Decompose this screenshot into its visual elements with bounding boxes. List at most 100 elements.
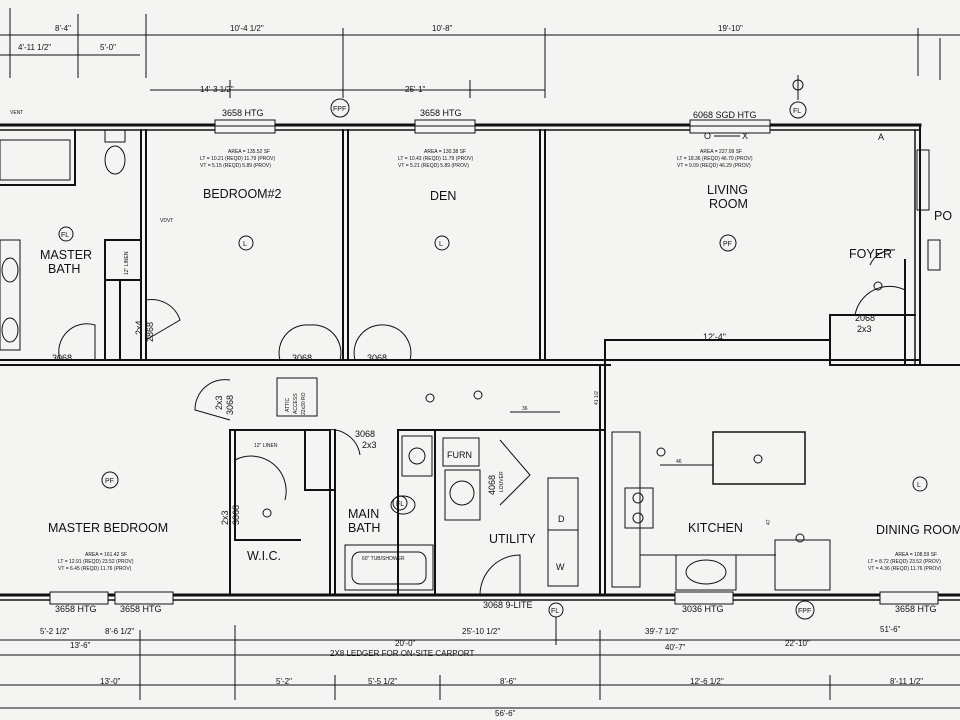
top-dimension-lines <box>0 8 960 98</box>
dim-bottom-c1: 13'-0" <box>100 677 121 686</box>
dim-top-4: 19'-10" <box>718 24 743 33</box>
dim-bottom-c2: 5'-2" <box>276 677 292 686</box>
room-label-main-bath-1: MAIN <box>348 507 379 521</box>
svg-text:VT = 9.09 (REQD) 46.29 (PROV): VT = 9.09 (REQD) 46.29 (PROV) <box>677 163 751 169</box>
tub-label: 60" TUB/SHOWER <box>362 556 405 562</box>
door-swing-o: O <box>704 131 711 141</box>
svg-text:VT = 4.36 (REQD) 11.76 (PROV): VT = 4.36 (REQD) 11.76 (PROV) <box>868 566 942 572</box>
dim-bottom-c3: 5'-5 1/2" <box>368 677 397 686</box>
svg-text:FL: FL <box>793 108 801 115</box>
dim-top-7: 14'-3 1/2" <box>200 85 234 94</box>
top-windows <box>214 119 771 134</box>
washer-label: W <box>556 562 565 572</box>
main-bath-fixtures <box>344 435 434 591</box>
svg-text:22x30 RO: 22x30 RO <box>301 392 307 415</box>
room-label-living-1: LIVING <box>707 183 748 197</box>
room-label-bedroom2: BEDROOM#2 <box>203 187 282 201</box>
door-label-utility-2: LOUVER <box>499 471 505 492</box>
door-label-bed2: 3068 <box>292 353 312 363</box>
window-label-2: 3658 HTG <box>420 108 462 118</box>
door-label-closet-2: 2868 <box>145 322 155 342</box>
svg-text:FPF: FPF <box>798 608 811 615</box>
dim-bottom-c6: 8'-11 1/2" <box>890 677 923 686</box>
svg-text:L: L <box>243 241 247 248</box>
svg-text:AREA = 130.38 SF: AREA = 130.38 SF <box>424 149 466 155</box>
room-label-foyer: FOYER <box>849 247 892 261</box>
svg-text:LT = 18.36 (REQD) 46.70 (PROV): LT = 18.36 (REQD) 46.70 (PROV) <box>677 156 753 162</box>
room-notes-dining: AREA = 108.59 SF LT = 8.72 (REQD) 23.52 … <box>868 552 942 572</box>
kitchen-dim-3: 47 <box>766 519 772 525</box>
window-label-1: 3658 HTG <box>222 108 264 118</box>
svg-text:PF: PF <box>723 241 732 248</box>
svg-text:AREA = 227.09 SF: AREA = 227.09 SF <box>700 149 742 155</box>
dim-top-5: 4'-11 1/2" <box>18 43 51 52</box>
room-label-wic: W.I.C. <box>247 549 281 563</box>
room-label-main-bath-2: BATH <box>348 521 380 535</box>
svg-text:AREA = 108.59 SF: AREA = 108.59 SF <box>895 552 937 558</box>
kitchen-cabinets <box>611 431 831 591</box>
bottom-window-label-3: 3036 HTG <box>682 604 724 614</box>
door-label-master-bath: 3068 <box>52 353 72 363</box>
door-label-hall-2: 3068 <box>225 395 235 415</box>
ledger-note: 2X8 LEDGER FOR ON-SITE CARPORT <box>330 649 474 658</box>
marker-a: A <box>878 132 884 142</box>
svg-text:ACCESS: ACCESS <box>293 393 299 414</box>
linen-label-upper: 12" LINEN <box>124 251 130 275</box>
room-notes-den: AREA = 130.38 SF LT = 10.43 (REQD) 11.79… <box>398 149 474 169</box>
fpf-marker-top: FPF <box>330 98 350 118</box>
room-notes-living: AREA = 227.09 SF LT = 18.36 (REQD) 46.70… <box>677 149 753 169</box>
dim-bottom-2: 8'-6 1/2" <box>105 627 134 636</box>
furn-label: FURN <box>447 450 472 460</box>
svg-text:AREA = 135.52 SF: AREA = 135.52 SF <box>228 149 270 155</box>
fl-marker-bottom: FL <box>548 602 564 645</box>
dim-bottom-4: 20'-0" <box>395 639 416 648</box>
light-fixture-den: L <box>434 235 450 251</box>
door-swings-lower <box>194 379 531 596</box>
svg-text:FL: FL <box>551 608 559 615</box>
svg-text:VT = 5.15 (REQD) 5.89 (PROV): VT = 5.15 (REQD) 5.89 (PROV) <box>200 163 271 169</box>
interior-walls-lower <box>229 339 831 596</box>
room-notes-bed2: AREA = 135.52 SF LT = 10.21 (REQD) 11.79… <box>200 149 276 169</box>
bottom-window-label-4: 3658 HTG <box>895 604 937 614</box>
door-label-closet-1: 2x4 <box>134 320 144 335</box>
outlet-symbols <box>262 281 883 543</box>
room-notes-master-bedroom: AREA = 161.42 SF LT = 12.91 (REQD) 23.52… <box>58 552 134 572</box>
vent-label: VENT <box>10 110 23 116</box>
door-label-mainbath-1: 3068 <box>355 429 375 439</box>
window-label-3: 6068 SGD HTG <box>693 110 757 120</box>
door-label-den: 3068 <box>367 353 387 363</box>
door-label-utility-1: 4068 <box>487 475 497 495</box>
svg-text:LT = 10.21 (REQD) 11.79 (PROV): LT = 10.21 (REQD) 11.79 (PROV) <box>200 156 276 162</box>
room-label-porch: PO <box>934 209 952 223</box>
light-fixture-dining: L <box>912 476 928 492</box>
light-fixture-living: PF <box>719 234 737 252</box>
door-label-hall-1: 2x3 <box>214 395 224 410</box>
kitchen-dim-2: 46 <box>676 459 682 465</box>
svg-text:VT = 6.45 (REQD) 11.76 (PROV): VT = 6.45 (REQD) 11.76 (PROV) <box>58 566 132 572</box>
master-bath-fixtures <box>0 129 126 351</box>
svg-text:FPF: FPF <box>333 106 346 113</box>
door-label-wic-2: 3068 <box>231 505 241 525</box>
svg-text:L: L <box>439 241 443 248</box>
dim-top-2: 10'-4 1/2" <box>230 24 264 33</box>
room-label-master-bedroom: MASTER BEDROOM <box>48 521 168 535</box>
util-dim: 36 <box>522 406 528 412</box>
svg-text:FL: FL <box>61 232 69 239</box>
dim-bottom-c4: 8'-6" <box>500 677 516 686</box>
bottom-windows <box>49 591 939 605</box>
attic-label: ATTIC ACCESS 22x30 RO <box>285 392 307 415</box>
room-label-master-bath-2: BATH <box>48 262 80 276</box>
bottom-window-label-2: 3658 HTG <box>120 604 162 614</box>
porch-window <box>916 149 941 271</box>
bottom-dimension-lines <box>0 625 960 709</box>
door-label-mainbath-2: 2x3 <box>362 440 377 450</box>
dim-bottom-5: 25'-10 1/2" <box>462 627 500 636</box>
dim-top-6: 5'-0" <box>100 43 116 52</box>
dryer-label: D <box>558 514 565 524</box>
light-fixture-bed2: L <box>238 235 254 251</box>
attic-access-box <box>276 377 318 417</box>
dim-bottom-total: 56'-6" <box>495 709 516 718</box>
foyer-walls <box>829 259 960 366</box>
dim-bottom-c5: 12'-6 1/2" <box>690 677 724 686</box>
light-fixture-master-bedroom: PF <box>101 471 119 489</box>
